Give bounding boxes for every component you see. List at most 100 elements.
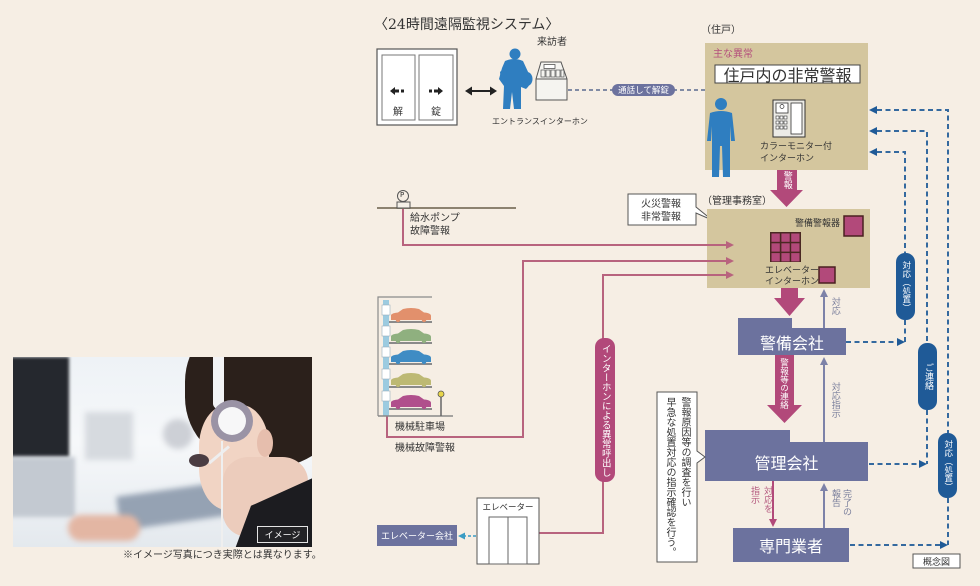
photo-ear [257,429,273,457]
contractor-label: 専門業者 [758,537,823,556]
call-unlock-pill [612,84,675,96]
image-badge: イメージ [257,526,308,543]
parked-car-1 [391,308,431,320]
alarm-contact-arrow [767,355,802,423]
parking-alarm-arrowhead [726,257,734,265]
parking-alarm-line [386,260,727,438]
parked-car-4 [391,373,431,385]
response-line-middle [869,127,928,468]
photo-monitor-base [13,457,75,517]
parking-label: 機械駐車場 [395,422,445,433]
parked-car-5-wheel-2 [421,404,427,410]
elevator-call-arrowhead [726,271,734,279]
pump-alarm-arrowhead [726,241,734,249]
parked-car-4-wheel-1 [395,382,401,388]
management-callout-wrap: 警報原因等の調査を行い 早急な処置対応の指示確認を行う。 [657,392,697,562]
emergency-alarm-box [714,64,861,84]
concept-label: 概念図 [922,557,950,568]
entrance-intercom-icon [535,61,568,101]
main-anomaly-label: 主な異常 [713,49,753,60]
operator-photo: イメージ [13,357,312,547]
visitor-figure-icon [499,48,533,109]
entrance-intercom-label: エントランスインターホン [492,117,588,126]
instruct-contractor-arrow [769,481,777,527]
contact-pill-middle-label: ご連絡 [923,363,933,390]
color-monitor-intercom-label: カラーモニター付 インターホン [760,142,833,164]
water-pump-icon [396,190,411,209]
management-office-heading: （管理事務室） [702,196,772,207]
elevator-icon [476,497,540,565]
headset-mic [189,454,209,467]
management-company-callout [656,391,706,563]
concept-label-box [912,553,961,569]
photo-monitor [13,357,69,457]
alarm-down-arrow [770,170,803,207]
alarm-lamp-icon [437,390,445,416]
contact-pill-middle [918,343,937,410]
security-response-label: 対応 [829,297,840,315]
completion-report-label: 完了の 報告 [830,489,851,516]
alarm-arrow-label: 警報 [781,171,792,189]
elevator-company-box [377,525,457,546]
door-open-right-arrow-icon [429,87,443,95]
parked-car-2-wheel-2 [421,338,427,344]
parked-car-2-wheel-1 [395,338,401,344]
photo-desk-object [85,412,133,460]
response-pill-outer-wrap: 対応（処置） [938,433,957,498]
dwelling-heading: （住戸） [701,25,741,36]
headset-cable [221,441,223,547]
resident-figure-icon [707,98,735,177]
parking-alarm-label: 機械故障警報 [395,443,455,454]
alarm-contact-label: 警報等の連絡 [778,358,789,409]
elevator-company-label: エレベーター会社 [380,532,453,542]
management-company-box [705,430,868,481]
door-right-label: 錠 [431,107,441,118]
pump-symbol: P [400,191,405,199]
entrance-door [376,48,458,126]
elevator-intercom-label: エレベーター インターホン [765,266,820,287]
security-alarm-device-icon [843,215,864,237]
management-callout-text: 警報原因等の調査を行い 早急な処置対応の指示確認を行う。 [664,397,690,557]
double-arrow-icon [465,86,497,96]
water-pump-label: 給水ポンプ 故障警報 [410,213,460,237]
parked-cars [391,308,431,410]
parked-car-3-wheel-2 [421,359,427,365]
elevator-intercom-device-icon [818,266,836,284]
response-pill-outer-label: 対応（処置） [942,440,953,491]
page-title: 〈24時間遠隔監視システム〉 [374,17,560,33]
intercom-call-pill-label: インターホンによる異常呼出し [599,343,611,477]
control-panel-grid-icon [770,232,801,262]
parked-car-3-wheel-1 [395,359,401,365]
photo-round-object [163,419,193,449]
response-pill-outer [938,433,957,498]
instruct-contractor-label: 対応を 指示 [749,486,772,513]
response-instruction-label: 対応指示 [829,382,840,418]
elevator-call-line [539,274,727,534]
fire-alarm-callout [627,193,713,226]
pump-alarm-line [402,208,727,246]
response-pill-inner-wrap: 対応（処置） [896,253,915,320]
security-response-arrow [820,289,828,328]
parked-car-4-wheel-2 [421,382,427,388]
office-to-security-arrow [774,288,805,316]
color-monitor-intercom-icon [772,99,806,138]
security-company-box [738,318,846,355]
headset-earpiece-center [218,407,246,435]
elevator-company-arrowhead [458,532,465,540]
parked-car-3 [391,350,431,362]
fire-alarm-callout-text: 火災警報 非常警報 [641,199,681,223]
photo-hand [68,515,140,541]
response-line-inner [846,148,906,346]
visitor-label: 来訪者 [537,37,567,48]
photo-headband [213,357,224,409]
security-company-label: 警備会社 [759,333,824,353]
emergency-alarm-label: 住戸内の非常警報 [723,66,852,85]
contractor-box [733,528,849,562]
parked-car-1-wheel-2 [421,317,427,323]
response-instruction-arrow [820,357,828,443]
security-alarm-label: 警備警報器 [795,219,841,229]
management-company-label: 管理会社 [754,453,819,473]
parked-car-5-wheel-1 [395,404,401,410]
